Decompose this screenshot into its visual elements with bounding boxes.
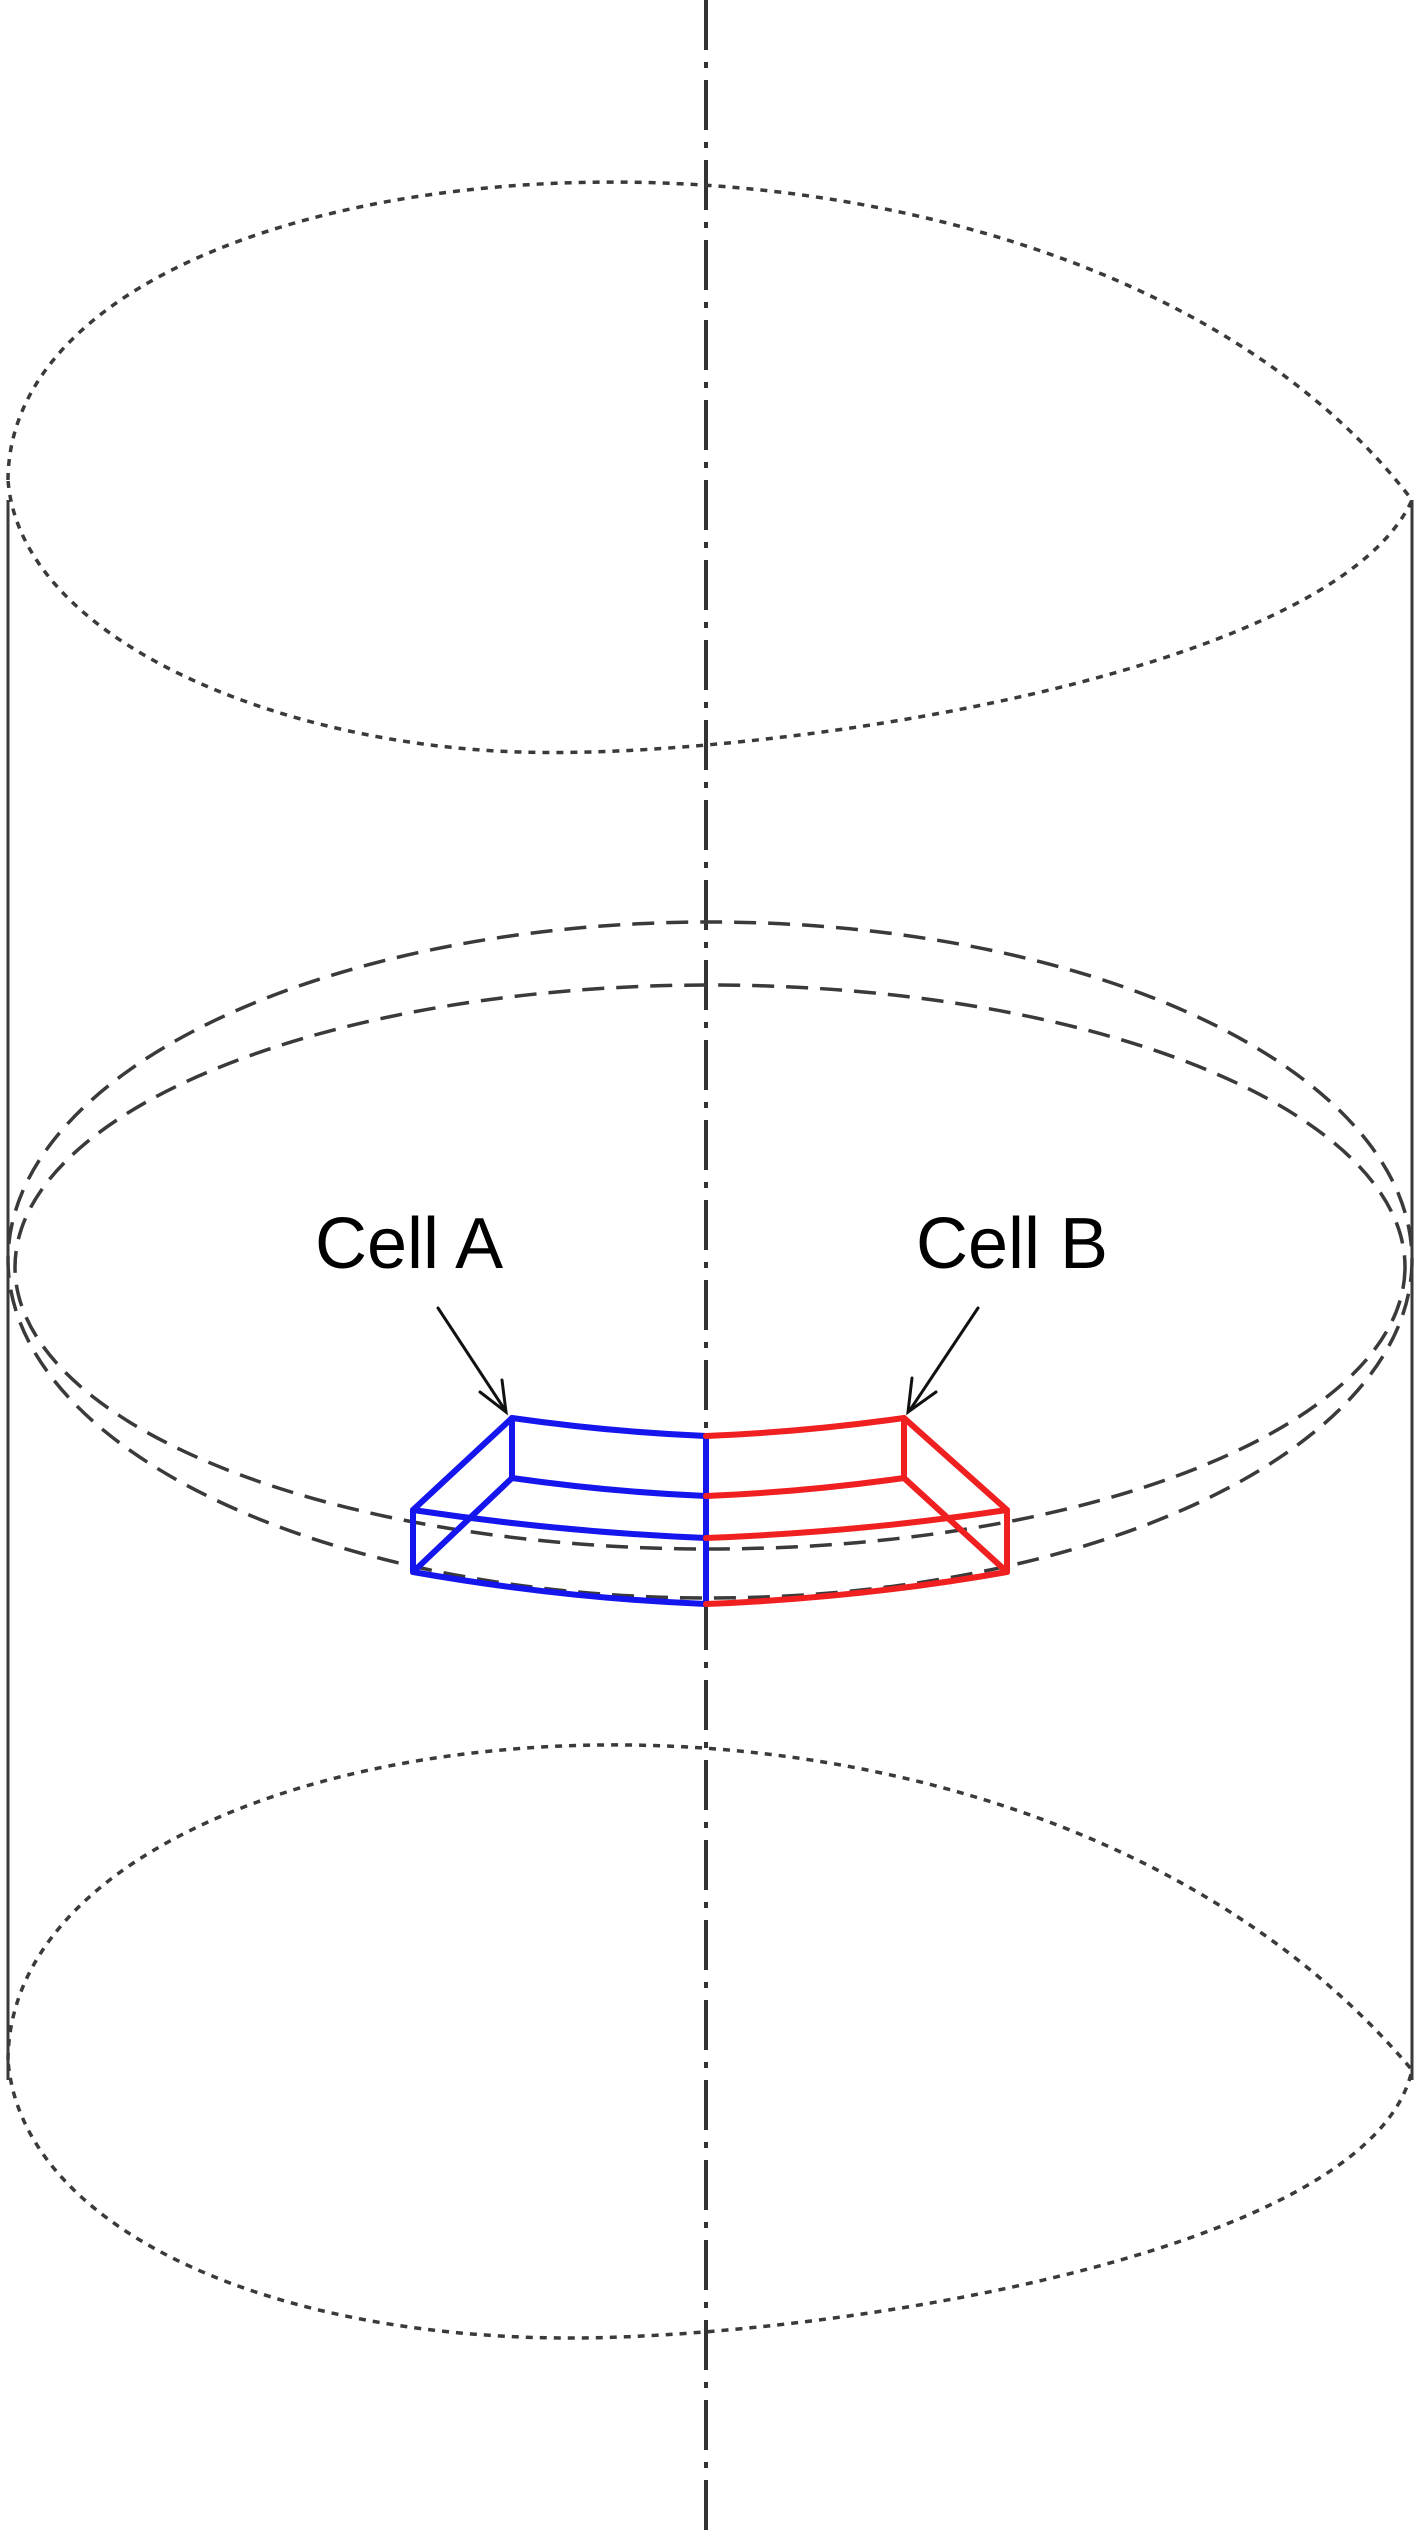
top-ellipse	[6, 180, 1415, 755]
cell-b-label: Cell B	[916, 1204, 1108, 1284]
cell-b-shape	[703, 1415, 1010, 1607]
middle-ellipse-inner	[13, 983, 1407, 1551]
cell-b-arrow	[906, 1306, 980, 1416]
cell-a-arrow	[436, 1306, 508, 1416]
cell-a-shape	[410, 1415, 709, 1607]
bottom-ellipse	[6, 1743, 1414, 2340]
middle-ellipse-outer	[6, 920, 1414, 1600]
cell-a-label: Cell A	[315, 1204, 503, 1284]
